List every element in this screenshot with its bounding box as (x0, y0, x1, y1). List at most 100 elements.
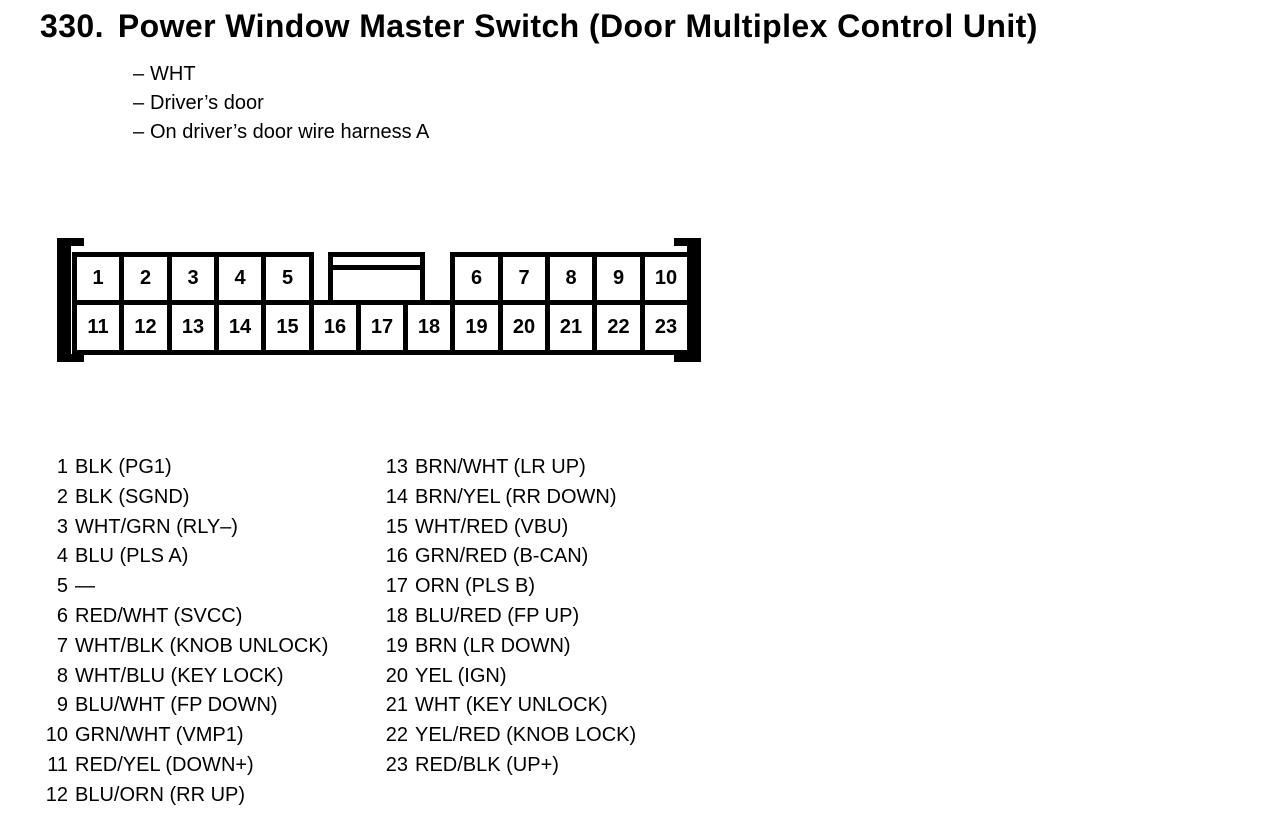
pin-number: 15 (385, 515, 408, 538)
pin-label: WHT/BLU (KEY LOCK) (75, 664, 284, 687)
pin-row: 5— (36, 572, 328, 602)
pin-label: BLU (PLS A) (75, 545, 189, 568)
pin-number: 9 (56, 694, 68, 717)
note-text: Driver’s door (150, 92, 264, 114)
connector-pin-7: 7 (498, 252, 550, 305)
pin-number: 12 (45, 783, 68, 806)
pin-number: 19 (385, 634, 408, 657)
pin-row: 3 WHT/GRN (RLY–) (36, 513, 328, 543)
pin-number: 16 (385, 545, 408, 568)
connector-pin-9: 9 (592, 252, 645, 305)
pin-label: BRN/WHT (LR UP) (415, 456, 586, 478)
pin-row: 4 BLU (PLS A) (36, 542, 328, 572)
note-line: –On driver’s door wire harness A (133, 118, 429, 147)
note-dash: – (133, 92, 145, 114)
connector-left-flange (57, 238, 71, 362)
connector-pin-17: 17 (356, 300, 408, 355)
pin-row: 19 BRN (LR DOWN) (376, 632, 636, 662)
pin-number: 3 (56, 515, 68, 538)
connector-left-flange-top-tab (71, 238, 84, 246)
connector-pin-22: 22 (592, 300, 645, 355)
pin-number: 21 (385, 694, 408, 717)
note-text: On driver’s door wire harness A (150, 121, 430, 143)
pin-row: 11 RED/YEL (DOWN+) (36, 751, 328, 781)
pin-label: BLK (PG1) (75, 456, 172, 478)
pin-row: 23 RED/BLK (UP+) (376, 751, 636, 781)
connector-pin-16: 16 (309, 300, 361, 355)
connector-pin-1: 1 (72, 252, 124, 305)
pin-row: 10 GRN/WHT (VMP1) (36, 721, 328, 751)
pin-label: — (75, 575, 95, 598)
connector-pin-18: 18 (403, 300, 455, 355)
connector-latch-band (333, 265, 420, 270)
pin-row: 17 ORN (PLS B) (376, 572, 636, 602)
connector-pin-11: 11 (72, 300, 124, 355)
connector-pin-5: 5 (261, 252, 314, 305)
pin-label: WHT/GRN (RLY–) (75, 515, 238, 538)
pin-label: YEL/RED (KNOB LOCK) (415, 724, 637, 747)
connector-pin-6: 6 (450, 252, 503, 305)
connector-pin-13: 13 (167, 300, 219, 355)
connector-pin-10: 10 (640, 252, 692, 305)
pin-label: RED/BLK (UP+) (415, 753, 559, 776)
pin-label: BRN/YEL (RR DOWN) (415, 485, 617, 508)
pin-label: WHT (KEY UNLOCK) (415, 694, 608, 717)
connector-pin-20: 20 (498, 300, 550, 355)
note-dash: – (133, 121, 145, 143)
pin-row: 12 BLU/ORN (RR UP) (36, 781, 328, 811)
pin-number: 6 (56, 604, 68, 627)
title-text: Power Window Master Switch (Door Multipl… (117, 8, 1038, 44)
pin-number: 10 (45, 724, 68, 747)
note-line: –Driver’s door (133, 89, 429, 118)
connector-latch (328, 252, 425, 305)
pin-label: ORN (PLS B) (415, 575, 536, 598)
pin-label: YEL (IGN) (415, 664, 507, 687)
connector-pin-21: 21 (545, 300, 597, 355)
pin-row: 14 BRN/YEL (RR DOWN) (376, 483, 636, 513)
pin-number: 4 (56, 545, 68, 568)
pin-row: 7 WHT/BLK (KNOB UNLOCK) (36, 632, 328, 662)
pin-label: WHT/RED (VBU) (415, 515, 569, 538)
pin-label: BLU/ORN (RR UP) (75, 783, 246, 806)
pin-number: 11 (47, 753, 68, 776)
note-text: WHT (150, 63, 196, 85)
pin-row: 8 WHT/BLU (KEY LOCK) (36, 662, 328, 692)
pin-number: 14 (385, 485, 408, 508)
pin-label: GRN/WHT (VMP1) (75, 724, 244, 747)
connector-pin-14: 14 (214, 300, 266, 355)
pin-number: 20 (385, 664, 408, 687)
pin-label: BLU/RED (FP UP) (415, 604, 580, 627)
connector-pin-15: 15 (261, 300, 314, 355)
pin-number: 8 (56, 664, 68, 687)
connector-pin-2: 2 (119, 252, 172, 305)
pin-row: 20 YEL (IGN) (376, 662, 636, 692)
pin-label: BLK (SGND) (75, 485, 190, 508)
pin-number: 17 (385, 575, 408, 598)
pin-number: 7 (56, 634, 68, 657)
pin-number: 22 (385, 724, 408, 747)
connector-pin-19: 19 (450, 300, 503, 355)
connector-pin-12: 12 (119, 300, 172, 355)
connector-left-flange-bottom-tab (71, 354, 84, 362)
pin-number: 23 (385, 753, 408, 776)
pin-row: 15 WHT/RED (VBU) (376, 513, 636, 543)
pin-label: BRN (LR DOWN) (415, 634, 571, 657)
connector-diagram: 1 2 3 4 5 6 7 8 9 10 11 12 13 14 15 16 1… (57, 238, 701, 362)
page-title: 330. Power Window Master Switch (Door Mul… (40, 8, 1038, 45)
connector-pin-8: 8 (545, 252, 597, 305)
pin-row: 22 YEL/RED (KNOB LOCK) (376, 721, 636, 751)
connector-pin-23: 23 (640, 300, 692, 355)
pin-label: RED/YEL (DOWN+) (75, 753, 254, 776)
pin-label: WHT/BLK (KNOB UNLOCK) (75, 634, 329, 657)
section-number: 330. (40, 8, 104, 44)
pin-row: 21 WHT (KEY UNLOCK) (376, 691, 636, 721)
